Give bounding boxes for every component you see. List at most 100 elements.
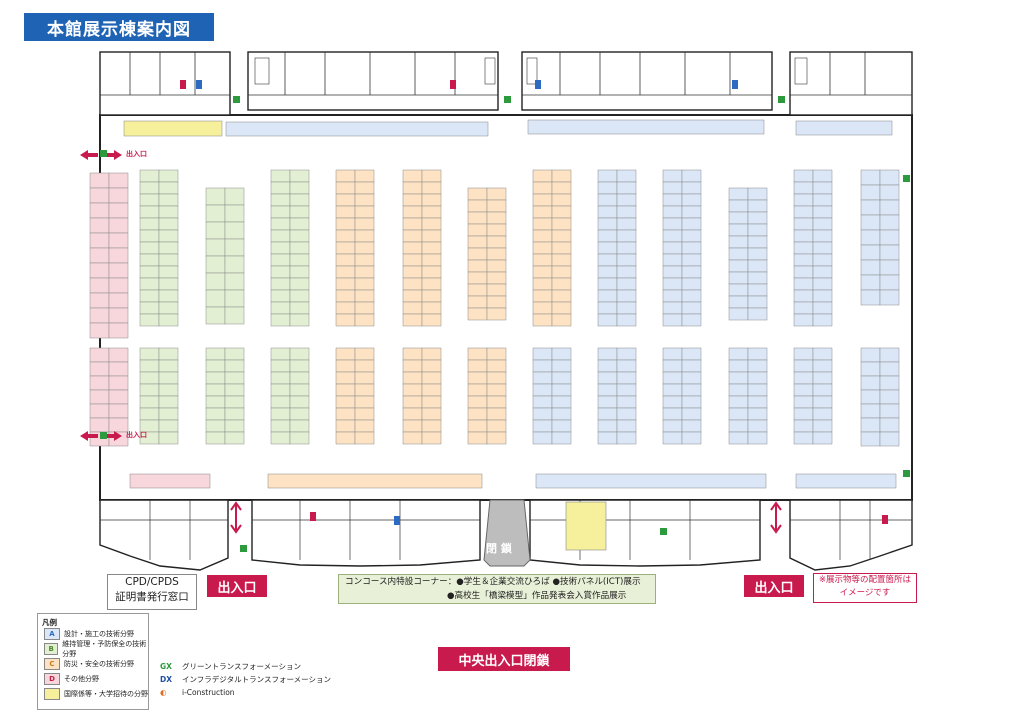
booth — [681, 289, 702, 303]
booth — [662, 241, 683, 255]
booth — [747, 371, 768, 385]
booth — [860, 417, 881, 433]
booth — [747, 307, 768, 321]
booth — [551, 217, 572, 231]
booth — [402, 407, 423, 421]
booth — [532, 217, 553, 231]
booth — [205, 431, 226, 445]
booth — [793, 301, 814, 315]
booth — [354, 289, 375, 303]
booth — [89, 247, 110, 264]
booth — [532, 169, 553, 183]
booth — [467, 395, 488, 409]
legend-label: 維持管理・予防保全の技術分野 — [62, 640, 147, 658]
legend-title: 凡例 — [42, 618, 57, 627]
booth — [597, 301, 618, 315]
booth — [860, 244, 881, 261]
booth — [747, 395, 768, 409]
booth — [662, 181, 683, 195]
booth — [224, 238, 245, 257]
booth — [551, 289, 572, 303]
booth — [205, 221, 226, 240]
booth — [139, 289, 160, 303]
booth — [551, 347, 572, 361]
booth — [551, 395, 572, 409]
booth — [108, 307, 129, 324]
booth — [747, 199, 768, 213]
booth — [270, 229, 291, 243]
booth — [402, 371, 423, 385]
booth — [354, 277, 375, 291]
booth — [89, 347, 110, 363]
booth — [270, 217, 291, 231]
booth — [860, 403, 881, 419]
booth — [532, 407, 553, 421]
booth — [421, 169, 442, 183]
booth — [860, 375, 881, 391]
booth — [532, 371, 553, 385]
booth — [551, 371, 572, 385]
booth — [728, 431, 749, 445]
booth — [421, 205, 442, 219]
booth — [139, 241, 160, 255]
booth — [205, 407, 226, 421]
page-title: 本館展示棟案内図 — [24, 13, 214, 41]
booth — [532, 395, 553, 409]
booth — [860, 361, 881, 377]
booth — [860, 229, 881, 246]
note-line1: ※展示物等の配置箇所は — [818, 575, 912, 585]
booth — [728, 295, 749, 309]
concourse-line2: ●高校生「橋梁模型」作品発表会入賞作品展示 — [447, 591, 627, 601]
legend-label: 防災・安全の技術分野 — [64, 660, 134, 668]
booth — [662, 371, 683, 385]
booth — [335, 313, 356, 327]
booth — [354, 371, 375, 385]
booth — [158, 277, 179, 291]
dx-label: インフラデジタルトランスフォーメーション — [182, 675, 332, 684]
booth — [467, 223, 488, 237]
booth — [812, 371, 833, 385]
booth — [662, 301, 683, 315]
booth — [812, 419, 833, 433]
booth — [224, 383, 245, 397]
booth — [108, 389, 129, 405]
booth — [289, 241, 310, 255]
booth — [681, 431, 702, 445]
booth — [224, 255, 245, 274]
booth — [354, 407, 375, 421]
booth — [158, 431, 179, 445]
booth — [551, 169, 572, 183]
booth — [551, 277, 572, 291]
booth — [812, 229, 833, 243]
legend-swatch: A — [44, 628, 60, 640]
booth — [793, 217, 814, 231]
booth — [402, 193, 423, 207]
booth — [89, 361, 110, 377]
booth — [662, 419, 683, 433]
booth — [662, 395, 683, 409]
booth — [597, 431, 618, 445]
booth — [597, 289, 618, 303]
booth — [89, 417, 110, 433]
booth — [89, 403, 110, 419]
booth — [108, 187, 129, 204]
booth — [728, 199, 749, 213]
booth — [108, 375, 129, 391]
booth — [139, 253, 160, 267]
booth — [205, 383, 226, 397]
booth — [681, 407, 702, 421]
booth — [421, 193, 442, 207]
booth — [812, 181, 833, 195]
booth — [793, 313, 814, 327]
booth — [402, 431, 423, 445]
booth — [860, 169, 881, 186]
booth — [335, 289, 356, 303]
booth — [270, 181, 291, 195]
booth — [812, 277, 833, 291]
booth — [335, 407, 356, 421]
booth — [335, 241, 356, 255]
booth — [402, 419, 423, 433]
booth — [108, 361, 129, 377]
booth — [860, 347, 881, 363]
